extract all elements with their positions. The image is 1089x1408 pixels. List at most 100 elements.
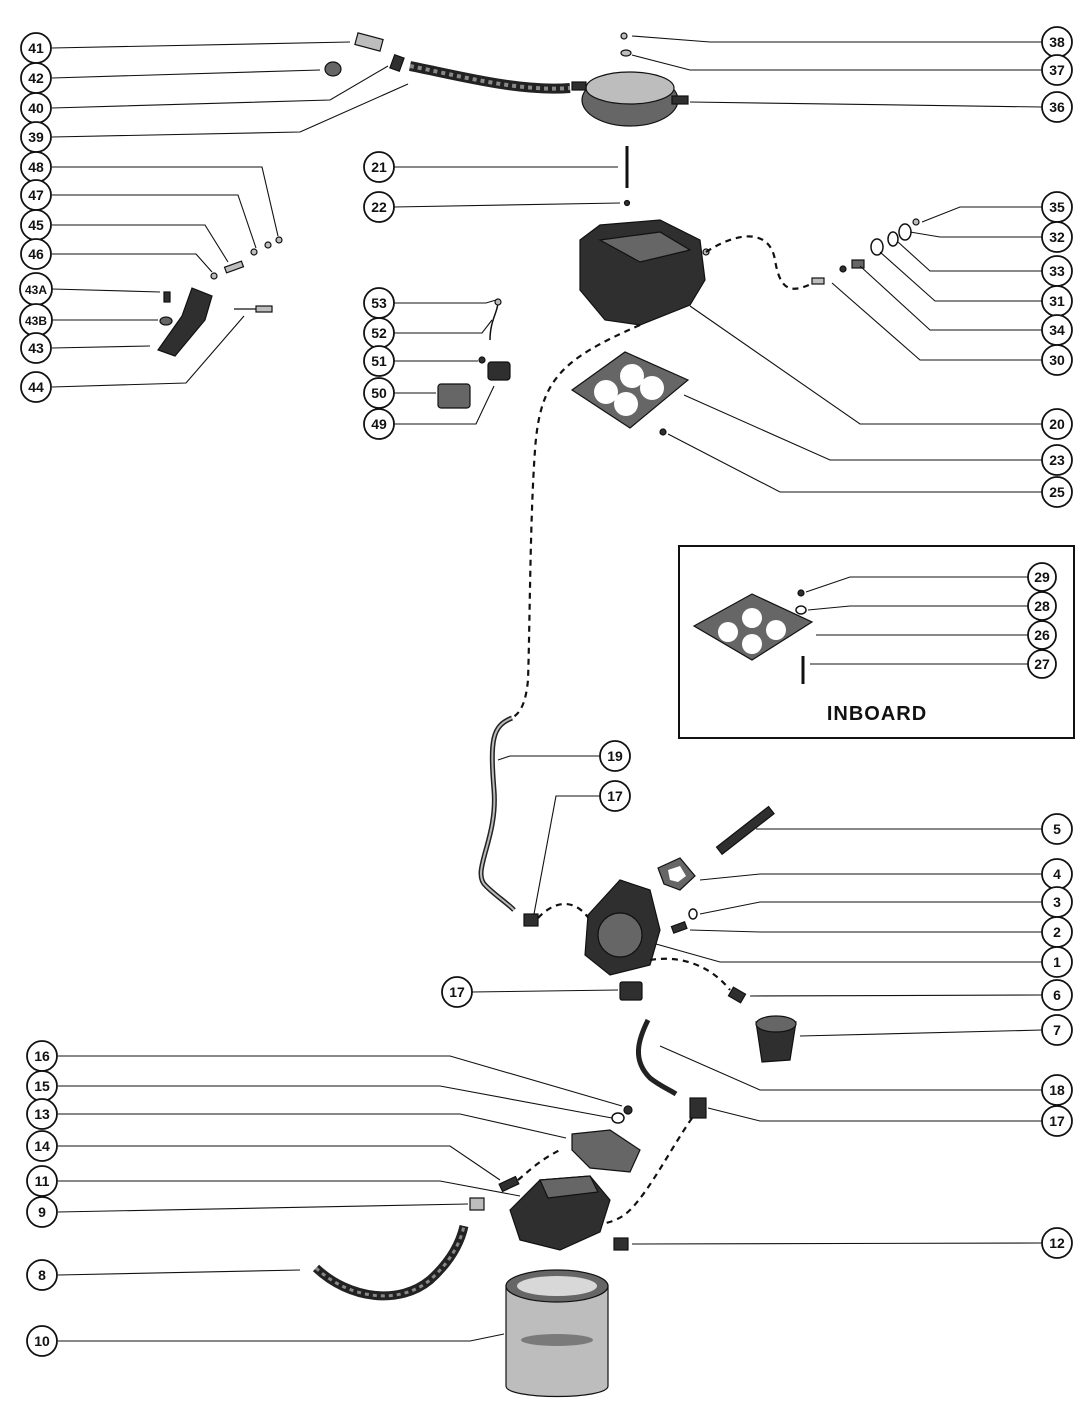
callout-43B: 43B	[19, 303, 53, 337]
callout-48: 48	[20, 151, 52, 183]
part-fuel-line-18	[635, 1018, 678, 1097]
callout-10: 10	[26, 1325, 58, 1357]
part-fitting-9	[469, 1197, 485, 1211]
inset-frame	[678, 545, 1075, 739]
part-fuel-line	[478, 715, 516, 912]
part-pin	[623, 146, 631, 207]
svg-text:31: 31	[1049, 293, 1065, 309]
callout-20: 20	[1041, 408, 1073, 440]
part-fuel-hose-top	[324, 32, 571, 94]
svg-text:25: 25	[1049, 484, 1065, 500]
part-screw	[498, 1175, 520, 1193]
callout-8: 8	[26, 1259, 58, 1291]
svg-text:13: 13	[34, 1106, 50, 1122]
svg-text:19: 19	[607, 748, 623, 764]
filter-dashed-left	[517, 1149, 561, 1181]
callout-14: 14	[26, 1130, 58, 1162]
svg-text:43: 43	[28, 340, 44, 356]
callout-29: 29	[1027, 562, 1057, 592]
svg-text:48: 48	[28, 159, 44, 175]
svg-text:8: 8	[38, 1267, 46, 1283]
svg-text:33: 33	[1049, 263, 1065, 279]
part-carburetor	[579, 219, 710, 326]
svg-text:51: 51	[371, 353, 387, 369]
callout-11: 11	[26, 1165, 58, 1197]
svg-text:17: 17	[1049, 1113, 1065, 1129]
callout-27: 27	[1027, 649, 1057, 679]
callout-17-middle: 17	[441, 976, 473, 1008]
part-carb-gasket	[570, 351, 690, 436]
part-fitting-12	[613, 1237, 629, 1251]
callout-7: 7	[1041, 1014, 1073, 1046]
callout-45: 45	[20, 209, 52, 241]
filter-dashed-right	[601, 1117, 693, 1226]
callout-52: 52	[363, 317, 395, 349]
callout-39: 39	[20, 121, 52, 153]
callout-25: 25	[1041, 476, 1073, 508]
leader-lines	[51, 35, 1043, 1342]
svg-text:2: 2	[1053, 924, 1061, 940]
callout-41: 41	[20, 32, 52, 64]
fuel-line-dashed-main	[511, 323, 641, 719]
callout-44: 44	[20, 371, 52, 403]
callout-2: 2	[1041, 916, 1073, 948]
svg-text:23: 23	[1049, 452, 1065, 468]
svg-text:41: 41	[28, 40, 44, 56]
gasket-4-hole	[668, 866, 686, 882]
callout-28: 28	[1027, 591, 1057, 621]
svg-text:52: 52	[371, 325, 387, 341]
vent-line-dashed	[705, 235, 816, 290]
callout-49: 49	[363, 408, 395, 440]
callout-23: 23	[1041, 444, 1073, 476]
callout-21: 21	[363, 151, 395, 183]
part-6	[727, 986, 747, 1004]
svg-text:15: 15	[34, 1078, 50, 1094]
svg-text:6: 6	[1053, 987, 1061, 1003]
callout-1: 1	[1041, 946, 1073, 978]
callout-17-lower: 17	[1041, 1105, 1073, 1137]
callout-50: 50	[363, 377, 395, 409]
svg-text:29: 29	[1034, 569, 1050, 585]
part-pushrod	[715, 805, 775, 856]
svg-text:53: 53	[371, 295, 387, 311]
callout-40: 40	[20, 92, 52, 124]
svg-text:39: 39	[28, 129, 44, 145]
callout-33: 33	[1041, 255, 1073, 287]
callout-12: 12	[1041, 1227, 1073, 1259]
svg-text:17: 17	[607, 788, 623, 804]
callout-37: 37	[1041, 54, 1073, 86]
svg-text:5: 5	[1053, 821, 1061, 837]
callout-34: 34	[1041, 314, 1073, 346]
callout-5: 5	[1041, 813, 1073, 845]
callout-38: 38	[1041, 26, 1073, 58]
part-2	[670, 921, 688, 934]
svg-text:30: 30	[1049, 352, 1065, 368]
svg-text:35: 35	[1049, 199, 1065, 215]
svg-text:12: 12	[1049, 1235, 1065, 1251]
callout-13: 13	[26, 1098, 58, 1130]
callout-46: 46	[20, 238, 52, 270]
callout-3: 3	[1041, 886, 1073, 918]
callout-43A: 43A	[19, 272, 53, 306]
svg-text:49: 49	[371, 416, 387, 432]
svg-text:4: 4	[1053, 866, 1061, 882]
callout-43: 43	[20, 332, 52, 364]
callout-19: 19	[599, 740, 631, 772]
part-throttle-linkage	[157, 236, 283, 357]
svg-text:17: 17	[449, 984, 465, 1000]
callout-53: 53	[363, 287, 395, 319]
inset-label: INBOARD	[827, 703, 927, 725]
callout-15: 15	[26, 1070, 58, 1102]
svg-text:43B: 43B	[25, 314, 47, 328]
svg-text:10: 10	[34, 1333, 50, 1349]
svg-text:14: 14	[34, 1138, 50, 1154]
svg-text:34: 34	[1049, 322, 1065, 338]
callout-35: 35	[1041, 191, 1073, 223]
part-hose-lower	[312, 1224, 469, 1301]
callout-30: 30	[1041, 344, 1073, 376]
part-strainer	[755, 1015, 797, 1063]
callout-22: 22	[363, 191, 395, 223]
svg-text:38: 38	[1049, 34, 1065, 50]
svg-text:42: 42	[28, 70, 44, 86]
